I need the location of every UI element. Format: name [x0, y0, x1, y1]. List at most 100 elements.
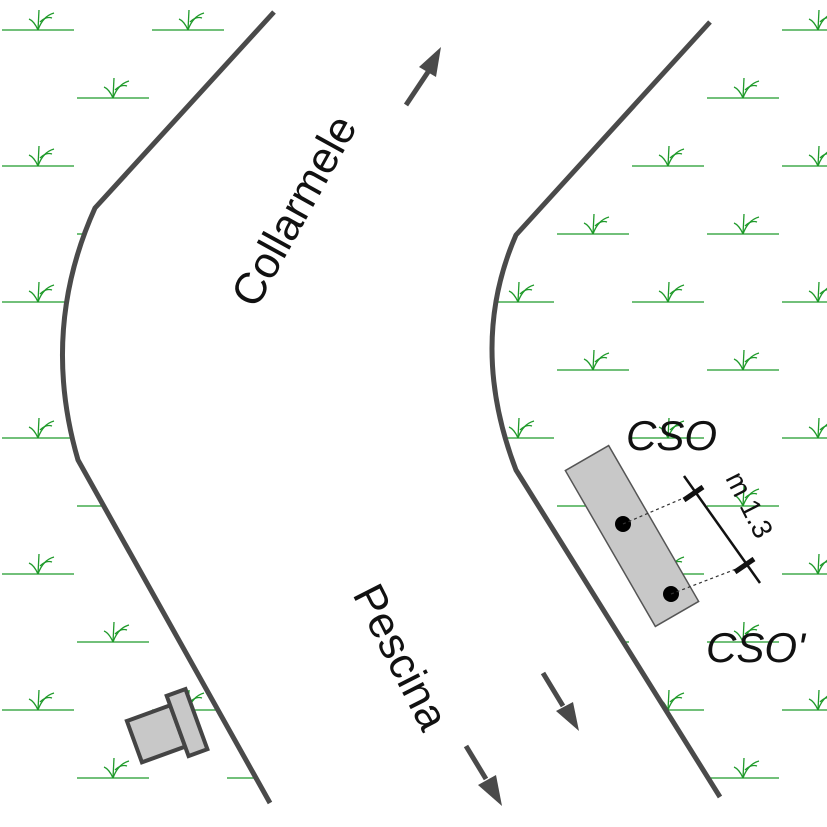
grass-tuft-icon [706, 349, 780, 371]
grass-tuft-icon [302, 418, 374, 438]
grass-tuft-icon [781, 553, 827, 575]
road-edge-right [489, 20, 723, 799]
grass-tuft-icon [706, 757, 780, 779]
grass-tuft-icon [492, 553, 555, 575]
grass-tuft-icon [1, 553, 75, 575]
grass-tuft-icon [752, 146, 824, 166]
grass-tuft-icon [631, 9, 705, 31]
grass-tuft-icon [677, 758, 749, 778]
grass-tuft-icon [706, 213, 780, 235]
grass-tuft-icon [602, 282, 674, 302]
grass-tuft-icon [452, 10, 524, 30]
grass-tuft-icon [752, 282, 824, 302]
grass-tuft-icon [151, 553, 225, 575]
grass-tuft-icon [677, 214, 749, 234]
grass-tuft-icon [332, 418, 404, 438]
grass-tuft-icon [107, 350, 179, 370]
grass-tuft-icon [107, 486, 179, 506]
grass-tuft-icon [182, 554, 254, 574]
grass-tuft-icon [76, 349, 150, 371]
grass-tuft-icon [257, 758, 329, 778]
grass-tuft-icon [302, 690, 374, 710]
grass-tuft-icon [332, 10, 404, 30]
grass-tuft-icon [226, 485, 270, 507]
grass-tuft-icon [452, 418, 524, 438]
grass-tuft-icon [226, 757, 270, 779]
grass-tuft-icon [302, 554, 374, 574]
grass-tuft-icon [527, 214, 599, 234]
grass-tuft-icon [527, 350, 599, 370]
grass-tuft-icon [452, 282, 524, 302]
grass-tuft-icon [332, 282, 404, 302]
grass-tuft-icon [781, 689, 827, 711]
grass-tuft-icon [407, 350, 479, 370]
grass-tuft-icon [556, 349, 630, 371]
grass-tuft-icon [492, 281, 555, 303]
grass-tuft-icon [1, 689, 75, 711]
grass-tuft-icon [377, 486, 449, 506]
grass-tuft-icon [452, 554, 524, 574]
grass-tuft-icon [452, 146, 524, 166]
grass-tuft-icon [182, 146, 254, 166]
road-edge-left [59, 10, 276, 805]
grass-tuft-icon [631, 281, 705, 303]
grass-tuft-icon [492, 689, 555, 711]
arrow-south-icon-2 [463, 744, 502, 806]
grass-tuft-icon [492, 145, 555, 167]
grass-tuft-icon [677, 78, 749, 98]
grass-tuft-icon [752, 418, 824, 438]
grass-tuft-icon [377, 214, 449, 234]
grass-tuft-icon [492, 9, 555, 31]
grass-tuft-icon [76, 621, 150, 643]
grass-tuft-icon [332, 554, 404, 574]
grass-tuft-icon [76, 757, 150, 779]
grass-tuft-icon [677, 350, 749, 370]
grass-tuft-icon [257, 622, 329, 642]
grass-tuft-icon [781, 145, 827, 167]
grass-tuft-icon [781, 281, 827, 303]
grass-tuft-icon [1, 145, 75, 167]
grass-tuft-icon [1, 281, 75, 303]
grass-tuft-icon [302, 10, 374, 30]
grass-tuft-icon [151, 417, 225, 439]
arrow-south-icon-1 [540, 671, 579, 731]
grass-tuft-icon [556, 77, 630, 99]
grass-tuft-icon [527, 622, 599, 642]
dimension-tick-bottom [733, 556, 756, 575]
grass-tuft-icon [377, 350, 449, 370]
grass-tuft-icon [151, 145, 225, 167]
grass-tuft-icon [407, 758, 479, 778]
grass-tuft-icon [377, 758, 449, 778]
grass-tuft-icon [1, 417, 75, 439]
leader-cso-prime [670, 565, 745, 595]
grass-tuft-icon [407, 214, 479, 234]
grass-tuft-icon [1, 9, 75, 31]
grass-tuft-icon [302, 282, 374, 302]
grass-tuft-icon [556, 757, 630, 779]
grass-tuft-icon [151, 9, 225, 31]
grass-tuft-icon [257, 350, 329, 370]
grass-tuft-icon [752, 554, 824, 574]
grass-tuft-icon [706, 77, 780, 99]
grass-tuft-icon [151, 281, 225, 303]
label-cso-prime: CSO' [706, 624, 807, 671]
grass-tuft-icon [76, 485, 150, 507]
grass-tuft-icon [631, 689, 705, 711]
grass-tuft-icon [492, 417, 555, 439]
label-collarmele: Collarmele [222, 107, 367, 315]
grass-tuft-icon [76, 77, 150, 99]
leader-cso [622, 493, 694, 525]
grass-tuft-icon [107, 214, 179, 234]
grass-tuft-icon [556, 213, 630, 235]
grass-tuft-icon [452, 690, 524, 710]
grass-tuft-icon [257, 486, 329, 506]
dimension-tick-top [682, 484, 705, 503]
grass-tuft-icon [602, 10, 674, 30]
grass-tuft-icon [226, 77, 270, 99]
cso-station-body [564, 444, 700, 628]
grass-tuft-icon [781, 9, 827, 31]
label-separation: m 1.3 [720, 467, 779, 543]
grass-tuft-icon [752, 10, 824, 30]
